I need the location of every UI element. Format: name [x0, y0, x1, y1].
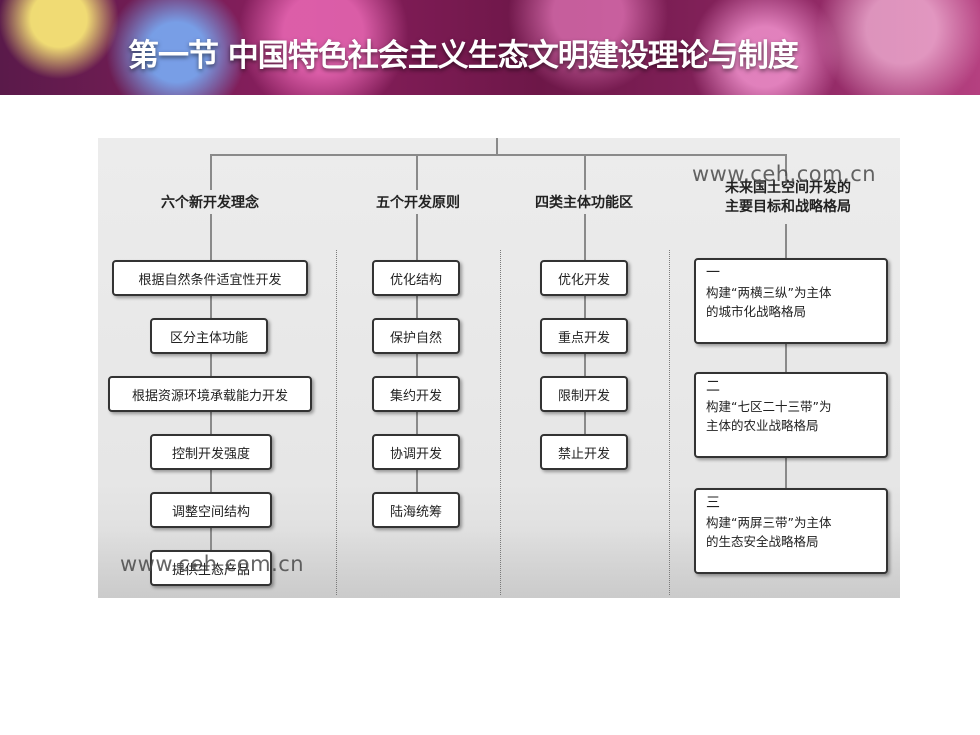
goal-text-line2: 主体的农业战略格局 [706, 418, 819, 433]
concept-box: 控制开发强度 [150, 434, 272, 470]
col4-header-line2: 主要目标和战略格局 [725, 199, 851, 215]
principle-box: 优化结构 [372, 260, 460, 296]
concept-box: 调整空间结构 [150, 492, 272, 528]
separator-1 [336, 250, 337, 595]
col1-drop [210, 154, 212, 190]
goal-text-line1: 构建“七区二十三带”为 [706, 399, 832, 414]
col1-header: 六个新开发理念 [161, 195, 259, 211]
principle-box: 陆海统筹 [372, 492, 460, 528]
concept-box: 根据自然条件适宜性开发 [112, 260, 308, 296]
watermark-top: www.ceh.com.cn [692, 162, 877, 186]
watermark-bottom: www.ceh.com.cn [120, 552, 305, 576]
top-bar [210, 154, 786, 156]
goal-text-line1: 构建“两屏三带”为主体 [706, 515, 832, 530]
development-diagram: 六个新开发理念 五个开发原则 四类主体功能区 未来国土空间开发的 主要目标和战略… [98, 138, 900, 598]
zone-box: 重点开发 [540, 318, 628, 354]
goal-number: 二 [706, 379, 720, 395]
concept-box: 区分主体功能 [150, 318, 268, 354]
col4-header: 未来国土空间开发的 主要目标和战略格局 [698, 179, 878, 217]
principle-box: 集约开发 [372, 376, 460, 412]
goal-box: 一 构建“两横三纵”为主体 的城市化战略格局 [694, 258, 888, 344]
zone-box: 限制开发 [540, 376, 628, 412]
principle-box: 保护自然 [372, 318, 460, 354]
zone-box: 优化开发 [540, 260, 628, 296]
principle-box: 协调开发 [372, 434, 460, 470]
col3-drop [584, 154, 586, 190]
col2-header: 五个开发原则 [376, 195, 460, 211]
goal-number: 一 [706, 265, 720, 281]
goal-text-line2: 的生态安全战略格局 [706, 534, 819, 549]
col4-header-line1: 未来国土空间开发的 [725, 180, 851, 196]
concept-box: 提供生态产品 [150, 550, 272, 586]
separator-3 [669, 250, 670, 595]
col4-drop [785, 154, 787, 176]
col2-spine [416, 214, 418, 512]
goal-number: 三 [706, 495, 720, 511]
root-connector [496, 138, 498, 155]
goal-text-line2: 的城市化战略格局 [706, 304, 807, 319]
separator-2 [500, 250, 501, 595]
col2-drop [416, 154, 418, 190]
goal-box: 二 构建“七区二十三带”为 主体的农业战略格局 [694, 372, 888, 458]
zone-box: 禁止开发 [540, 434, 628, 470]
goal-box: 三 构建“两屏三带”为主体 的生态安全战略格局 [694, 488, 888, 574]
goal-text-line1: 构建“两横三纵”为主体 [706, 285, 832, 300]
col3-header: 四类主体功能区 [535, 195, 633, 211]
title-banner [0, 0, 980, 95]
slide-title: 第一节 中国特色社会主义生态文明建设理论与制度 [128, 38, 799, 74]
concept-box: 根据资源环境承载能力开发 [108, 376, 312, 412]
